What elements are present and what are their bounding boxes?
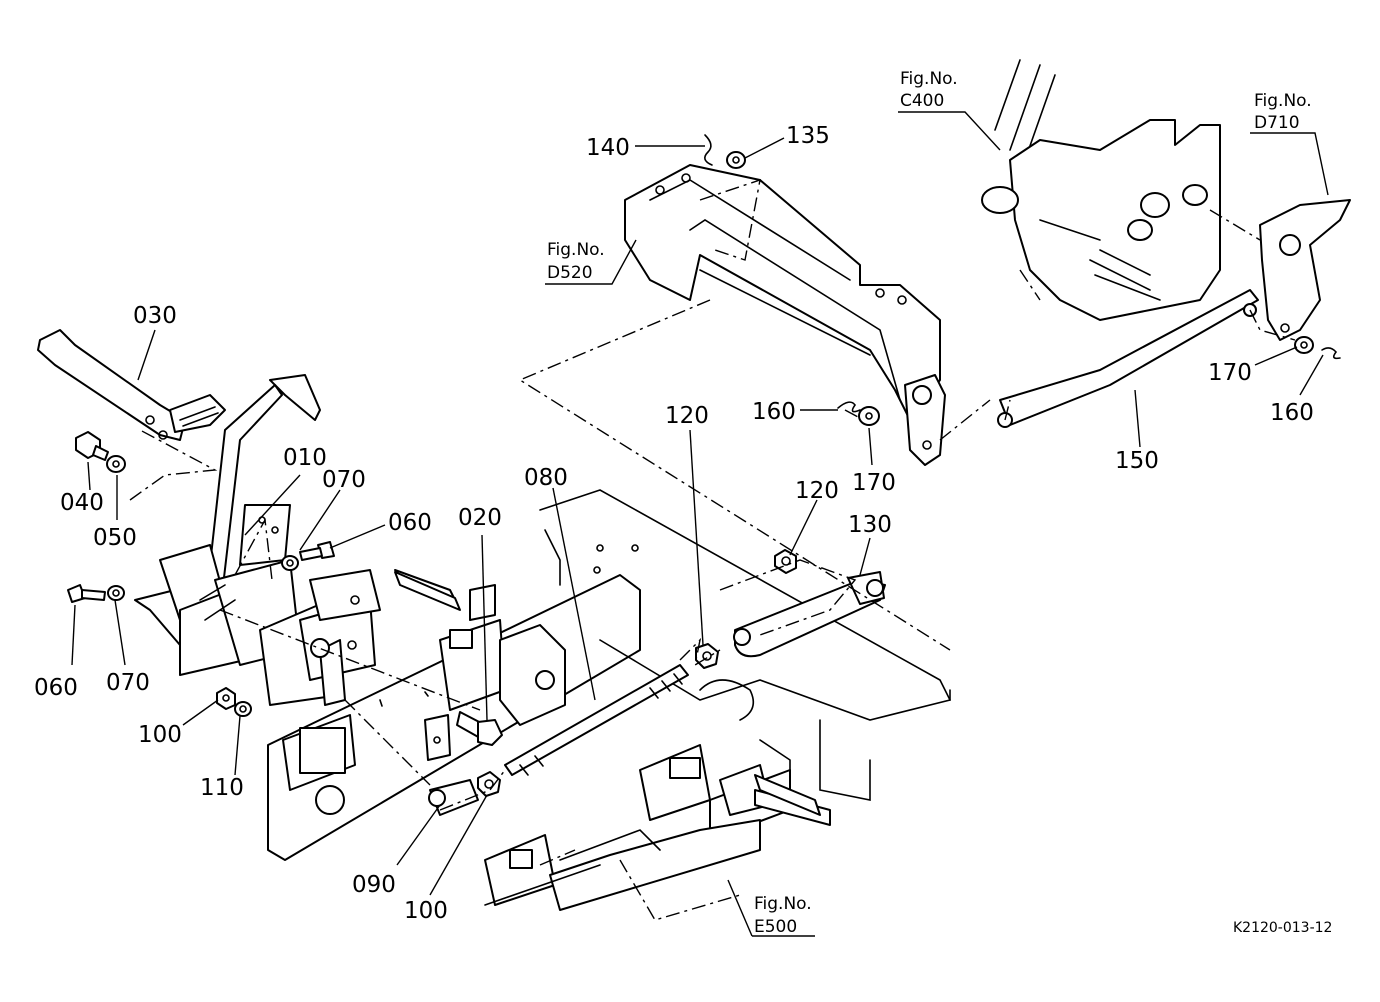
washer-110 <box>234 701 252 717</box>
rod-150 <box>997 289 1259 428</box>
pin-160a <box>837 401 861 413</box>
callout-160a: 160 <box>752 399 796 425</box>
fig-ref-prefix: Fig.No. <box>754 894 812 914</box>
callout-080: 080 <box>524 465 568 491</box>
pedal-bracket-assembly <box>134 544 381 706</box>
bottom-brackets <box>484 744 831 911</box>
housing-c400 <box>981 59 1221 321</box>
yoke-090 <box>428 779 479 816</box>
bolt-060a <box>299 541 335 561</box>
callout-150: 150 <box>1115 448 1159 474</box>
callout-060a: 060 <box>388 510 432 536</box>
fig-ref-d710: Fig.No. D710 <box>1254 91 1312 133</box>
nut-100b <box>477 771 501 797</box>
transmission-outline <box>539 489 951 801</box>
washer-070a <box>281 555 299 571</box>
callout-140: 140 <box>586 135 630 161</box>
pedal-030 <box>37 329 226 441</box>
bolt-060b <box>67 584 106 603</box>
callout-030: 030 <box>133 303 177 329</box>
fig-ref-prefix: Fig.No. <box>900 69 958 89</box>
callout-070a: 070 <box>322 467 366 493</box>
pin-140 <box>704 134 713 166</box>
fig-ref-d520: Fig.No. D520 <box>547 240 605 283</box>
callouts: 140 135 030 010 070 060 040 050 060 070 … <box>34 123 1314 924</box>
rod-080 <box>504 664 689 776</box>
callout-060b: 060 <box>34 675 78 701</box>
callout-040: 040 <box>60 490 104 516</box>
leader-lines <box>71 137 1324 896</box>
washer-135 <box>726 151 746 169</box>
washer-050 <box>106 455 126 473</box>
callout-010: 010 <box>283 445 327 471</box>
arm-d710 <box>1259 199 1351 341</box>
lever-130 <box>733 571 886 658</box>
washer-170a <box>858 406 880 426</box>
fig-ref-leaders <box>545 111 1329 937</box>
callout-120a: 120 <box>665 403 709 429</box>
phantom-lines <box>129 178 1296 921</box>
washer-170b <box>1294 336 1314 354</box>
nut-120b <box>774 549 797 574</box>
callout-100b: 100 <box>404 898 448 924</box>
pin-160b <box>1321 347 1341 360</box>
fig-ref-e500: Fig.No. E500 <box>754 894 812 937</box>
callout-110: 110 <box>200 775 244 801</box>
drawing-code: K2120-013-12 <box>1233 920 1332 936</box>
callout-170a: 170 <box>852 470 896 496</box>
callout-070b: 070 <box>106 670 150 696</box>
bolt-040 <box>75 431 109 461</box>
fig-ref-number: D520 <box>547 263 593 283</box>
callout-020: 020 <box>458 505 502 531</box>
fig-ref-prefix: Fig.No. <box>1254 91 1312 111</box>
fig-ref-number: C400 <box>900 91 944 111</box>
fig-ref-c400: Fig.No. C400 <box>900 69 958 111</box>
nut-100a <box>216 687 236 710</box>
fig-ref-prefix: Fig.No. <box>547 240 605 260</box>
callout-170b: 170 <box>1208 360 1252 386</box>
mid-bracket <box>394 569 566 761</box>
callout-160b: 160 <box>1270 400 1314 426</box>
fig-ref-number: E500 <box>754 917 797 937</box>
callout-090: 090 <box>352 872 396 898</box>
callout-135: 135 <box>786 123 830 149</box>
callout-120b: 120 <box>795 478 839 504</box>
bolt-020 <box>456 711 503 746</box>
shaft-stub <box>394 571 821 816</box>
fig-ref-number: D710 <box>1254 113 1300 133</box>
hanger-bracket-d520 <box>624 164 946 466</box>
callout-050: 050 <box>93 525 137 551</box>
nut-120a <box>695 643 719 669</box>
callout-100a: 100 <box>138 722 182 748</box>
washer-070b <box>107 585 125 601</box>
callout-130: 130 <box>848 512 892 538</box>
